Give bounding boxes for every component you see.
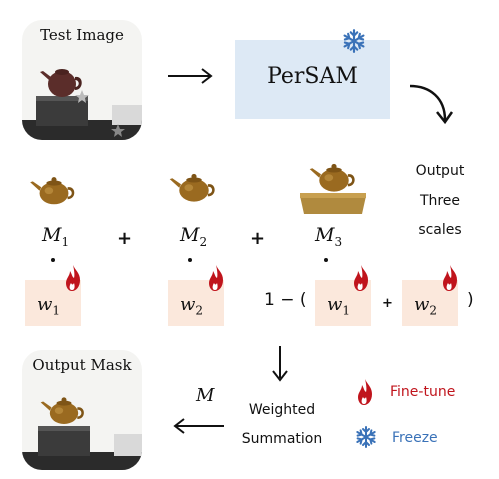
mask-2-image (168, 166, 220, 206)
multiply-dot-2 (188, 258, 192, 262)
output-mask-panel: Output Mask (22, 350, 142, 470)
plus-sign-1: + (117, 228, 133, 249)
fire-icon (207, 264, 225, 292)
one-minus-open: 1 − ( (264, 290, 307, 310)
test-image-panel: Test Image (22, 20, 142, 140)
fire-icon (352, 264, 370, 292)
arrow-to-persam (168, 68, 213, 84)
weight-3-box: w1 (315, 280, 371, 326)
close-paren: ) (467, 290, 474, 310)
fire-icon (64, 264, 82, 292)
multiply-dot-3 (324, 258, 328, 262)
mask-3-label: M3 (315, 224, 343, 249)
curved-arrow-icon (409, 84, 454, 125)
weighted-summation-line1: Weighted (248, 402, 316, 418)
mask-1-label: M1 (42, 224, 70, 249)
test-image-caption: Test Image (40, 26, 124, 44)
output-scales-line3: scales (418, 222, 462, 238)
output-scales-line2: Three (419, 193, 461, 209)
mask-3-image (300, 163, 366, 214)
persam-box: PerSAM (235, 40, 390, 119)
legend-freeze-label: Freeze (392, 430, 438, 446)
snowflake-icon (341, 28, 367, 54)
legend-finetune-label: Fine-tune (390, 384, 456, 400)
snowflake-icon (354, 425, 378, 449)
output-scales-line1: Output (415, 163, 465, 179)
output-mask-caption: Output Mask (32, 356, 132, 374)
multiply-dot-1 (51, 258, 55, 262)
test-image-photo (22, 69, 142, 140)
weighted-summation-line2: Summation (241, 431, 323, 447)
persam-label: PerSAM (267, 64, 358, 89)
output-mask-photo (22, 397, 142, 470)
mask-1-image (28, 172, 80, 206)
down-arrow-icon (272, 346, 288, 382)
plus-sign-2: + (250, 228, 266, 249)
output-m-label: M (196, 385, 215, 406)
left-arrow-icon (173, 418, 224, 434)
fire-icon (441, 264, 459, 292)
plus-sign-3: + (382, 296, 393, 311)
fire-icon (356, 378, 374, 406)
mask-2-label: M2 (180, 224, 208, 249)
